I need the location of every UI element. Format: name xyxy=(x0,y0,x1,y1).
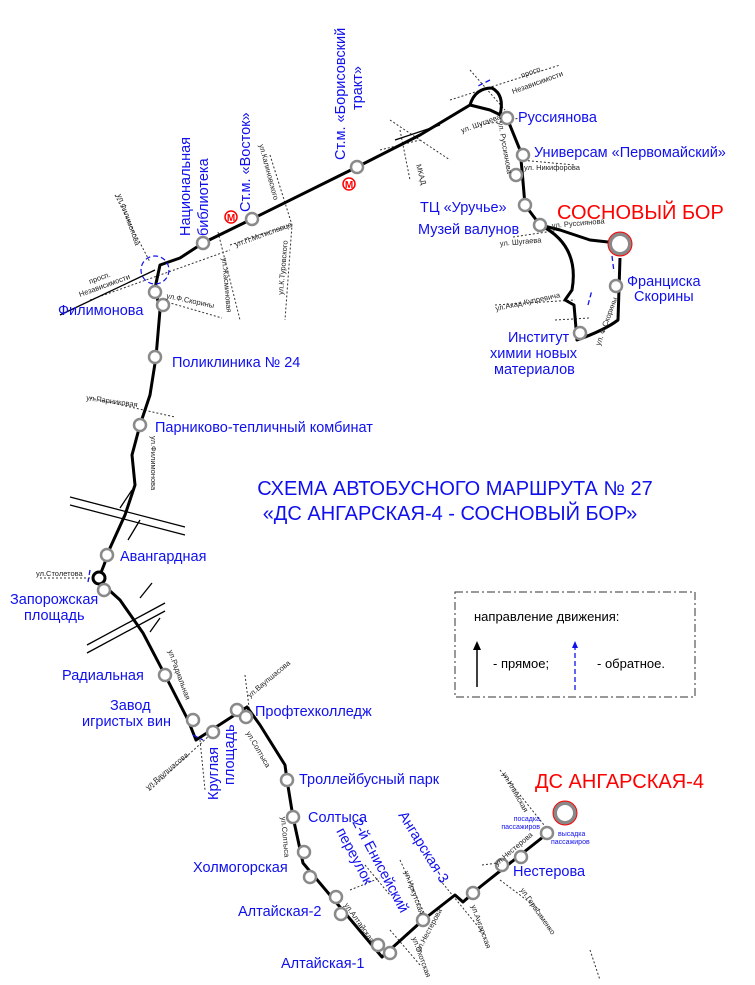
stop-label: Институт xyxy=(508,330,569,346)
svg-text:ул.Парниковая: ул.Парниковая xyxy=(86,393,139,409)
alighting-label: высадка xyxy=(558,831,585,838)
stop-label: Музей валунов xyxy=(418,222,520,238)
reverse-arrows xyxy=(87,79,615,741)
boarding-label: пассажиров xyxy=(501,824,540,831)
stop-label: Универсам «Первомайский» xyxy=(534,145,726,161)
legend-heading: направление движения: xyxy=(474,609,619,624)
svg-text:ул.Ваупшасова: ул.Ваупшасова xyxy=(144,750,191,792)
terminal-label-sosnovy-bor: СОСНОВЫЙ БОР xyxy=(557,200,724,224)
svg-text:ул.Жасминовая: ул.Жасминовая xyxy=(220,257,234,312)
map-subtitle: «ДС АНГАРСКАЯ-4 - СОСНОВЫЙ БОР» xyxy=(263,501,638,525)
stop-label: Скорины xyxy=(634,289,694,305)
stop-label: Профтехколледж xyxy=(255,704,372,720)
svg-text:ул.Алтайская: ул.Алтайская xyxy=(342,901,376,944)
ring-zaporozhskaya xyxy=(91,570,107,586)
svg-text:ул.К.Туровского: ул.К.Туровского xyxy=(276,240,290,295)
svg-text:ул.Ф.Скорины: ул.Ф.Скорины xyxy=(166,291,215,310)
stop-label: Запорожская xyxy=(10,592,98,608)
map-title: СХЕМА АВТОБУСНОГО МАРШРУТА № 27 xyxy=(257,478,652,500)
stop-label: Завод xyxy=(110,698,151,714)
stop-label: Руссиянова xyxy=(518,110,598,126)
terminal-sosnovy-bor xyxy=(608,232,632,256)
stop-label: тракт» xyxy=(350,66,366,110)
forward-arrow-head-icon xyxy=(473,641,481,650)
stop-label: площадь xyxy=(222,724,238,785)
alighting-label: пассажиров xyxy=(551,839,590,846)
stop-label: Радиальная xyxy=(62,668,144,684)
stop-label: Франциска xyxy=(627,274,701,290)
stop-label: Парниково-тепличный комбинат xyxy=(155,420,373,436)
legend-reverse: - обратное. xyxy=(597,656,665,671)
stop-label: площадь xyxy=(24,608,85,624)
svg-text:M: M xyxy=(345,180,353,191)
svg-text:ул.Ангарская: ул.Ангарская xyxy=(469,904,493,950)
stop-label: Филимонова xyxy=(58,303,144,319)
stop-markers xyxy=(96,110,624,961)
route-loop xyxy=(539,223,622,342)
stop-label: химии новых xyxy=(490,346,578,362)
svg-text:ул.Филимонова: ул.Филимонова xyxy=(149,436,158,491)
terminal-ring xyxy=(552,800,578,826)
svg-text:ул. Никифорова: ул. Никифорова xyxy=(524,163,581,172)
svg-text:ул.Солтыса: ул.Солтыса xyxy=(279,816,292,858)
reverse-loop-filimonova xyxy=(140,255,170,285)
boarding-label: посадка xyxy=(514,816,540,823)
svg-text:ул.Ваупшасова: ул.Ваупшасова xyxy=(246,658,293,700)
metro-icon: M xyxy=(342,177,356,191)
svg-text:ул.Илимская: ул.Илимская xyxy=(500,771,530,814)
stop-label: Круглая xyxy=(206,747,222,800)
stop-label: игристых вин xyxy=(82,714,171,730)
stop-label: Холмогорская xyxy=(193,860,288,876)
reverse-arrow-head-icon xyxy=(572,641,578,648)
svg-text:ул.Столетова: ул.Столетова xyxy=(36,569,84,578)
svg-text:ул. Шугаева: ул. Шугаева xyxy=(499,235,542,248)
svg-text:ул.Солтыса: ул.Солтыса xyxy=(244,730,273,770)
legend-forward: - прямое; xyxy=(493,656,549,671)
stop-label: библиотека xyxy=(196,157,212,236)
stop-label: Алтайская-1 xyxy=(281,956,365,972)
stop-label: материалов xyxy=(494,362,575,378)
stop-label: ТЦ «Уручье» xyxy=(420,200,507,216)
stop-label: Нестерова xyxy=(513,864,586,880)
interchange-loop xyxy=(468,86,503,116)
svg-text:ул.Герасименко: ул.Герасименко xyxy=(518,886,557,936)
svg-text:ул.Калиновского: ул.Калиновского xyxy=(257,143,281,201)
stop-label: Ст.м. «Восток» xyxy=(238,112,254,212)
stop-label: Авангардная xyxy=(120,549,206,565)
stop-label: Солтыса xyxy=(308,810,368,826)
stop-label: Троллейбусный парк xyxy=(299,772,440,788)
svg-text:ул.Филимонова: ул.Филимонова xyxy=(115,193,142,248)
stop-label: Национальная xyxy=(178,137,194,236)
terminal-label-angarskaya: ДС АНГАРСКАЯ-4 xyxy=(535,771,704,793)
stop-label: Ст.м. «Борисовский xyxy=(333,28,349,160)
svg-text:МКАД: МКАД xyxy=(414,163,428,186)
stop-label: Алтайская-2 xyxy=(238,904,322,920)
terminal-ring xyxy=(607,231,633,257)
svg-text:M: M xyxy=(227,213,235,224)
terminal-angarskaya-4 xyxy=(553,801,577,825)
legend: направление движения: - прямое; - обратн… xyxy=(454,591,696,698)
stop-label: Поликлиника № 24 xyxy=(172,355,300,371)
metro-icon: M xyxy=(224,210,238,224)
